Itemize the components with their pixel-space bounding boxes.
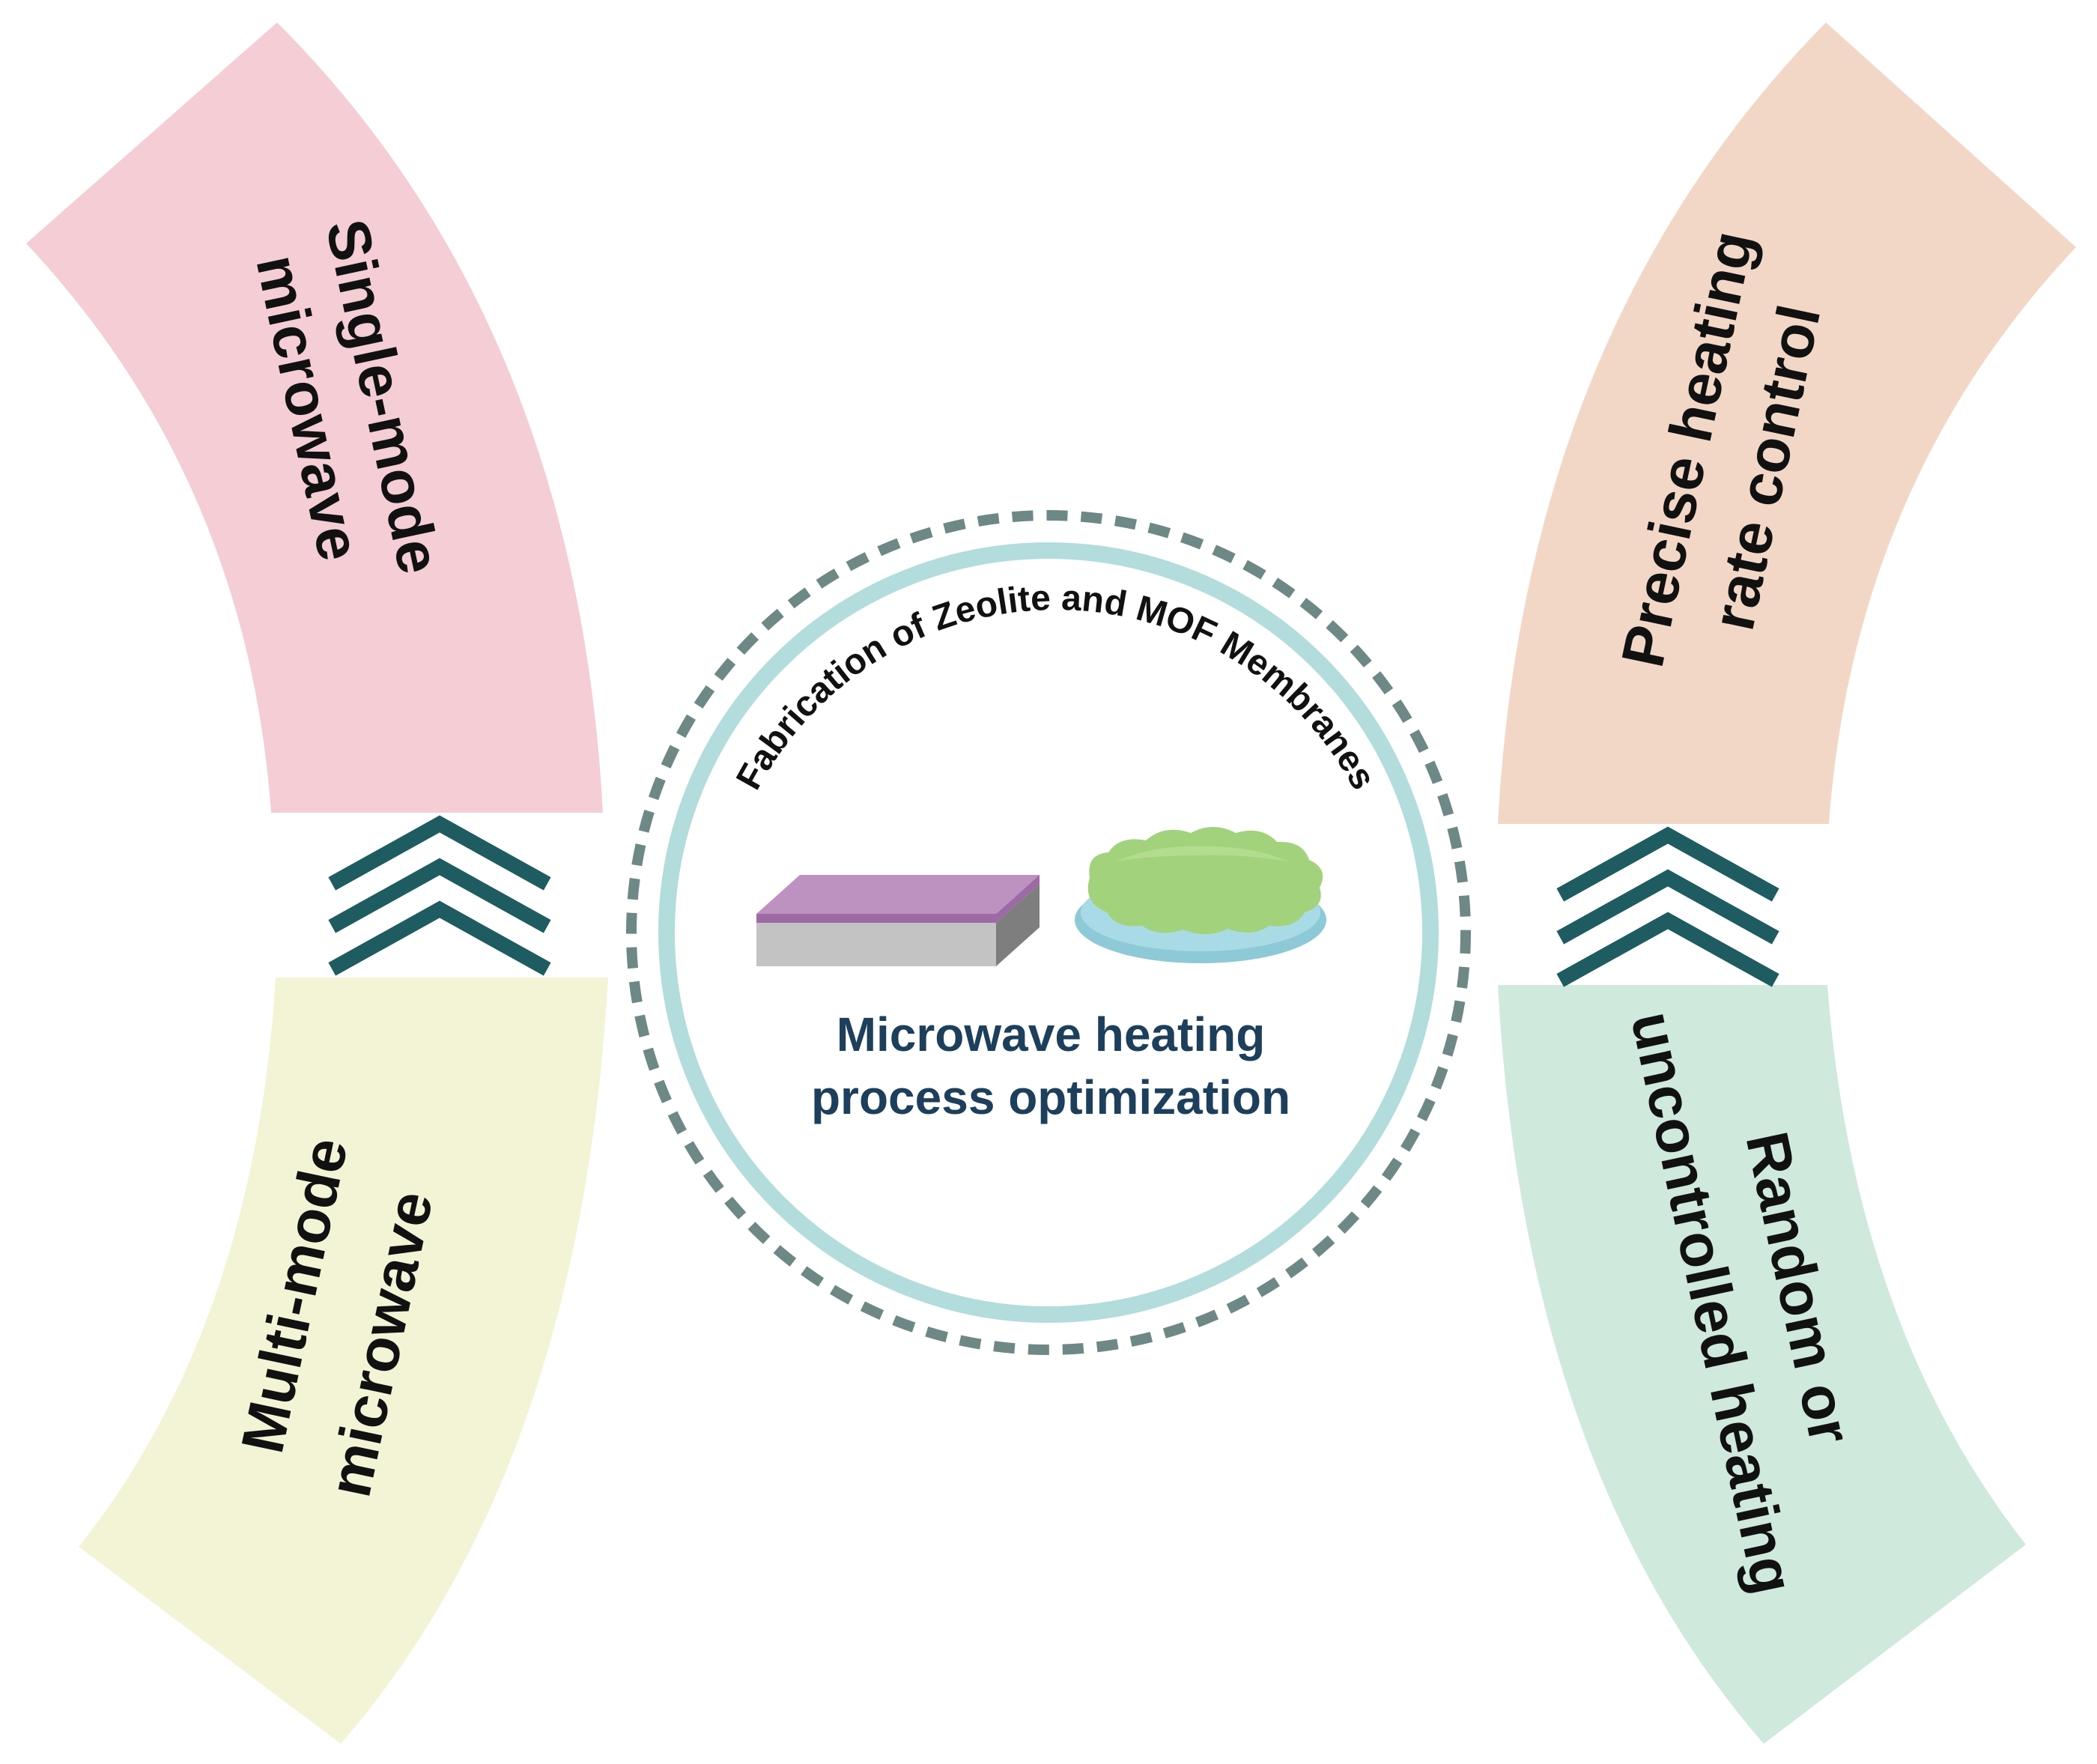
inner-ring xyxy=(658,542,1439,1323)
band-top-right xyxy=(1498,22,2076,824)
center-title-line2: process optimization xyxy=(811,1070,1290,1124)
band-top-left xyxy=(26,22,603,813)
outer-dashed-ring xyxy=(626,510,1471,1355)
mof-membrane-disc-icon xyxy=(1075,827,1326,963)
center-title-line1: Microwave heating xyxy=(837,1007,1266,1061)
zeolite-membrane-block-icon xyxy=(756,875,1040,966)
band-bottom-right xyxy=(1498,985,2026,1744)
right-chevrons-icon xyxy=(1556,826,1779,987)
left-chevrons-icon xyxy=(328,815,551,976)
band-bottom-left xyxy=(79,978,608,1744)
